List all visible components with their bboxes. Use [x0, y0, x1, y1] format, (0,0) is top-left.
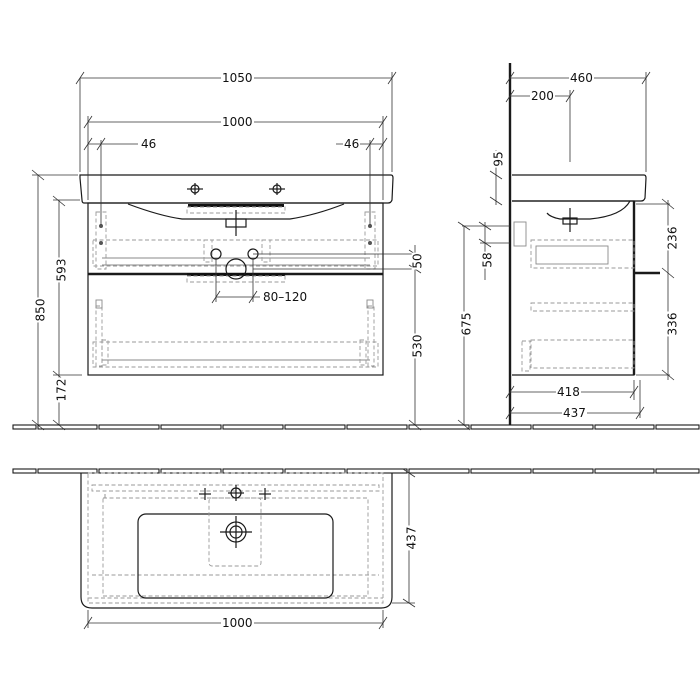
dim-basin-thickness: 95	[491, 150, 506, 168]
front-elevation	[31, 71, 422, 431]
waste-pipe	[225, 258, 247, 280]
dim-lower-drawer: 336	[665, 311, 680, 337]
wall-bracket	[513, 221, 527, 247]
dim-trap-spacing: 80–120	[262, 290, 309, 304]
dim-basin-depth: 460	[569, 71, 594, 85]
dim-cabinet-depth: 418	[556, 385, 581, 399]
dim-basin-width: 1050	[221, 71, 254, 85]
plan-view	[80, 468, 416, 630]
floor-line-upper	[12, 424, 700, 430]
dim-overall-depth: 437	[562, 406, 587, 420]
dim-bracket-gap: 58	[480, 251, 495, 269]
cabinet-body	[87, 202, 384, 376]
trap-pipe-left	[210, 248, 222, 260]
dim-floor-clearance: 172	[54, 377, 69, 403]
dim-cabinet-width: 1000	[221, 115, 254, 129]
dim-plan-depth: 437	[404, 525, 419, 551]
dim-waste-height: 530	[410, 333, 425, 359]
plan-tap-icon	[228, 485, 244, 501]
plan-drain-icon	[220, 516, 252, 548]
side-basin-slab	[512, 174, 647, 202]
dim-right-inset: 46	[343, 137, 361, 151]
dim-total-height: 850	[33, 297, 48, 323]
tap-hole-icon	[187, 183, 203, 195]
tap-hole-icon	[269, 183, 285, 195]
dim-fixing-height: 675	[459, 311, 474, 337]
dim-plan-width: 1000	[221, 616, 254, 630]
dim-left-inset: 46	[140, 137, 158, 151]
dim-waste-offset: 50	[410, 252, 425, 270]
basin-slab	[79, 174, 394, 204]
plan-bowl	[137, 513, 334, 599]
overflow-slot	[188, 204, 284, 207]
floor-line-lower	[12, 468, 700, 474]
dim-tap-offset: 200	[530, 89, 555, 103]
dim-cabinet-height: 593	[54, 257, 69, 283]
side-elevation	[457, 63, 675, 431]
plan-outline	[80, 473, 393, 609]
dim-upper-drawer: 236	[665, 225, 680, 251]
